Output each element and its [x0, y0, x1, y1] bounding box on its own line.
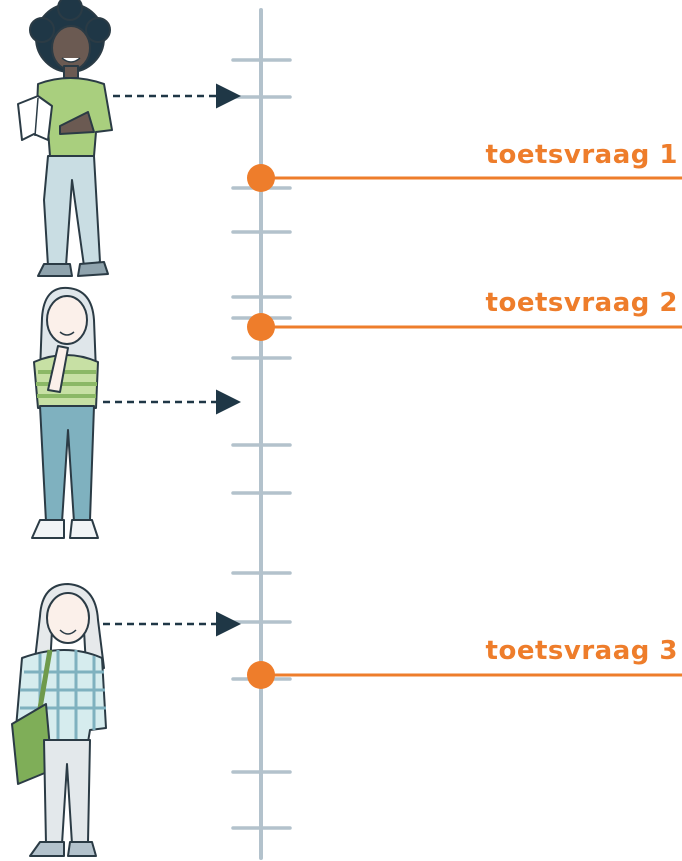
question-marker-1: toetsvraag 1: [247, 140, 682, 192]
thinking-student-striped-shirt-icon: [31, 286, 99, 539]
question-dot-1: [247, 164, 275, 192]
curly-hair-student-reading-icon: [17, 0, 113, 277]
question-dot-3: [247, 661, 275, 689]
question-label-2: toetsvraag 2: [486, 288, 678, 318]
question-dot-2: [247, 313, 275, 341]
question-label-3: toetsvraag 3: [486, 636, 678, 666]
student-with-bag-plaid-shirt-icon: [11, 583, 107, 857]
question-marker-2: toetsvraag 2: [247, 288, 682, 341]
question-marker-3: toetsvraag 3: [247, 636, 682, 689]
question-label-1: toetsvraag 1: [486, 140, 678, 170]
